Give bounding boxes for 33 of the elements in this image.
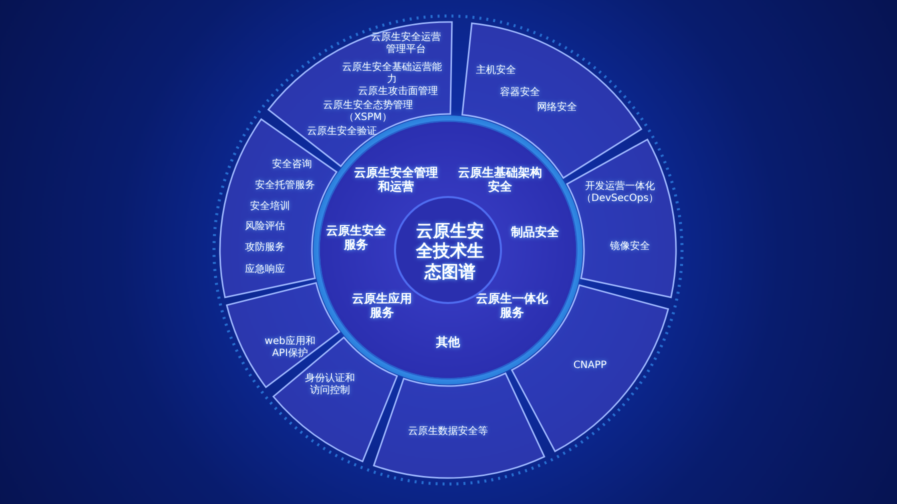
segment-item: 风险评估 [244, 221, 286, 233]
segment-item: 云原生安全态势管理（XSPM） [322, 100, 414, 124]
center-title: 云原生安全技术生态图谱 [415, 221, 485, 283]
segment-item: 网络安全 [536, 102, 578, 114]
segment-item: CNAPP [572, 360, 608, 372]
segment-item: 云原生攻击面管理 [357, 86, 439, 98]
segment-item: 开发运营一体化（DevSecOps） [580, 181, 660, 205]
segment-item: 安全托管服务 [254, 180, 316, 192]
sector-label: 制品安全 [510, 224, 560, 240]
sector-label: 云原生安全服务 [325, 224, 387, 252]
sector-label: 云原生基础架构安全 [458, 166, 542, 194]
segment-item: 安全培训 [249, 201, 291, 213]
segment-item: 云原生数据安全等 [407, 426, 489, 438]
segment-item: 镜像安全 [609, 241, 651, 253]
sector-label: 云原生应用服务 [351, 292, 413, 320]
segment-item: 身份认证和访问控制 [304, 373, 356, 397]
segment-item: 云原生安全验证 [306, 126, 378, 138]
segment-item: 云原生安全运营管理平台 [370, 32, 442, 56]
segment-item: 主机安全 [475, 65, 517, 77]
segment-item: 应急响应 [244, 264, 286, 276]
sector-label: 云原生一体化服务 [475, 292, 549, 320]
segment-item: 容器安全 [499, 87, 541, 99]
ring-segment [566, 139, 676, 298]
segment-item: 攻防服务 [244, 242, 286, 254]
ring-segment [373, 373, 545, 478]
sector-label: 云原生安全管理和运营 [354, 166, 438, 194]
ring-segment [511, 285, 669, 452]
segment-item: 安全咨询 [271, 159, 313, 171]
ring-segment [220, 119, 337, 298]
segment-item: 云原生安全基础运营能力 [341, 62, 443, 86]
sector-label: 其他 [435, 334, 461, 350]
ring-segment [268, 22, 452, 167]
segment-item: web应用和API保护 [264, 336, 316, 360]
